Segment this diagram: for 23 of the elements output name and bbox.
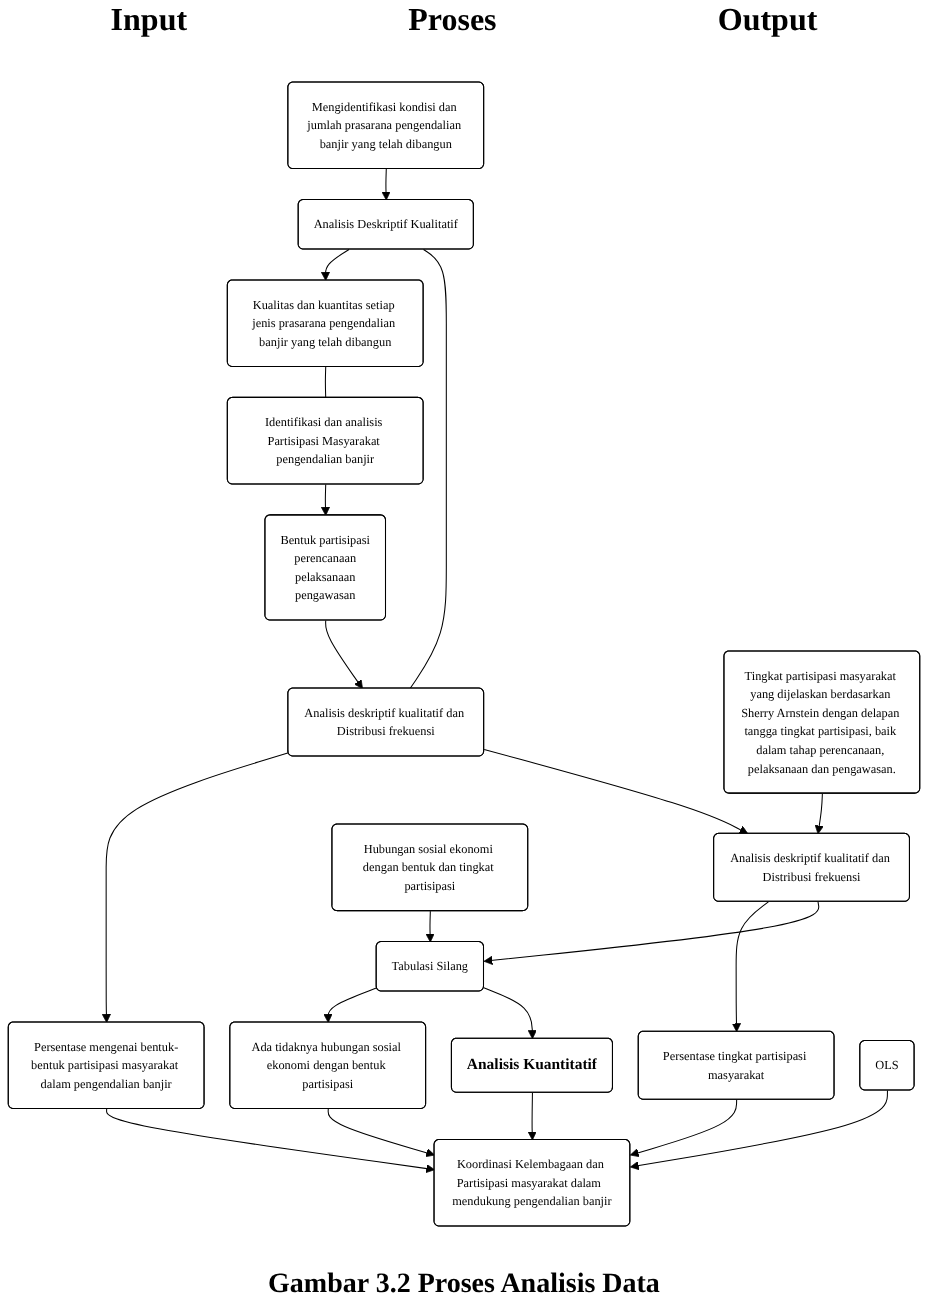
arrow [527, 1092, 537, 1141]
arrow [101, 752, 290, 1023]
arrow [327, 1108, 435, 1158]
arrow [425, 910, 435, 943]
arrow [320, 248, 350, 281]
arrow [814, 793, 824, 835]
arrow [483, 987, 537, 1040]
arrow [629, 1099, 738, 1158]
arrow [483, 901, 820, 965]
arrow [323, 987, 378, 1023]
arrow [320, 483, 330, 516]
column-heading: Proses [408, 2, 497, 42]
arrow [731, 901, 769, 1033]
arrow [106, 1108, 435, 1174]
arrow [381, 168, 391, 201]
arrow [325, 620, 363, 689]
arrow [629, 1089, 888, 1171]
connector [409, 248, 447, 690]
figure-caption: Gambar 3.2 Proses Analisis Data [266, 1268, 662, 1304]
column-heading: Output [717, 2, 818, 42]
column-heading: Input [110, 2, 188, 42]
connector [324, 366, 327, 399]
arrow [483, 748, 749, 835]
